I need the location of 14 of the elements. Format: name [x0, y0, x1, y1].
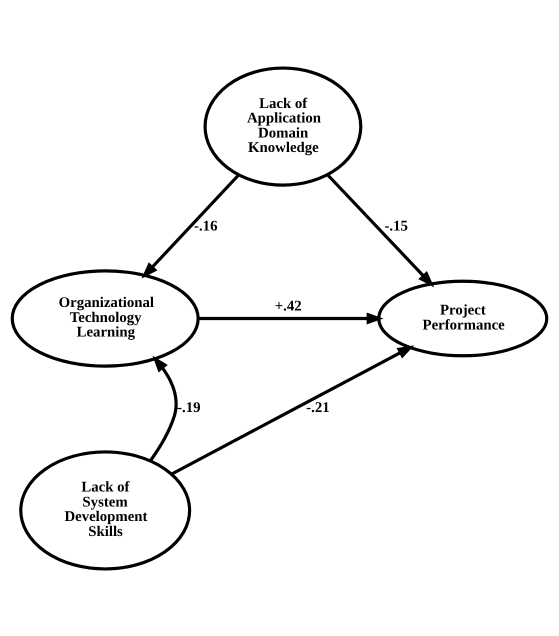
edge-label: -.15 [384, 218, 408, 234]
arrow [198, 312, 384, 324]
arrow [326, 172, 434, 287]
node-ellipse: Lack of Application Domain Knowledge [204, 66, 362, 186]
arrow [142, 173, 240, 278]
edge-label: -.21 [306, 400, 330, 416]
edge-label: +.42 [274, 298, 302, 314]
arrow [170, 344, 414, 476]
edge-label: -.16 [194, 218, 218, 234]
arrow [149, 355, 178, 461]
node-ellipse: Lack of System Development Skills [19, 450, 192, 570]
edge-label: -.19 [177, 400, 201, 416]
node-ellipse: Project Performance [377, 279, 548, 357]
node-ellipse: Organizational Technology Learning [10, 268, 200, 368]
